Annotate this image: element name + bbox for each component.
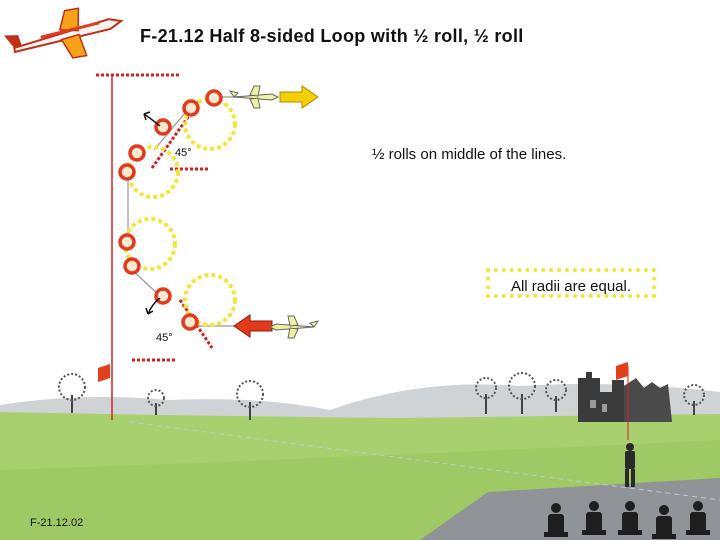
aircraft-icon	[230, 86, 278, 108]
rolls-note: ½ rolls on middle of the lines.	[372, 146, 566, 163]
figure-code: F-21.12.02	[30, 517, 83, 529]
flight-path	[128, 97, 240, 326]
aircraft-icon	[2, 1, 127, 69]
page-title: F-21.12 Half 8-sided Loop with ½ roll, ½…	[140, 26, 524, 47]
roll-markers	[120, 91, 221, 329]
entry-arrow-icon	[280, 86, 318, 108]
angle-label-bottom: 45°	[156, 332, 173, 344]
radii-note: All radii are equal.	[486, 268, 656, 298]
aircraft-icon	[270, 316, 318, 338]
angle-label-top: 45°	[175, 147, 192, 159]
exit-arrow-icon	[234, 315, 272, 337]
radius-markers	[125, 99, 235, 325]
guide-lines	[96, 75, 212, 420]
castle-icon	[578, 372, 672, 422]
